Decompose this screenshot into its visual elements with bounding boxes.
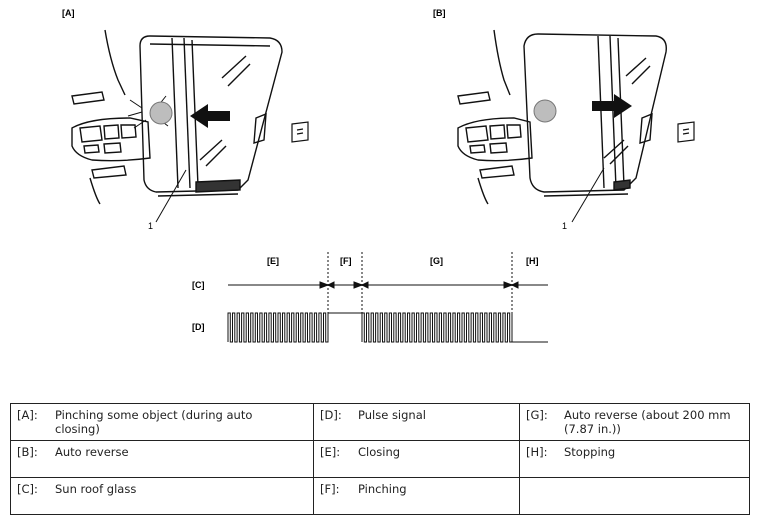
legend-row: [B]: Auto reverse [E]: Closing [H]: Stopping — [10, 440, 750, 478]
legend-row: [A]: Pinching some object (during auto cl… — [10, 403, 750, 441]
legend-cell: [A]: Pinching some object (during auto cl… — [10, 403, 314, 441]
phase-label-closing: [E] — [267, 256, 279, 266]
legend-cell: [E]: Closing — [313, 440, 520, 478]
legend-key: [F]: — [320, 482, 340, 496]
legend-cell — [519, 477, 750, 515]
legend-cell: [C]: Sun roof glass — [10, 477, 314, 515]
legend-key: [D]: — [320, 408, 342, 422]
legend-key: [G]: — [526, 408, 548, 422]
legend-key: [B]: — [17, 445, 38, 459]
legend-key: [C]: — [17, 482, 38, 496]
glass-travel-line — [228, 281, 548, 289]
legend-cell: [H]: Stopping — [519, 440, 750, 478]
panel-b-label: [B] — [433, 8, 446, 18]
legend-cell: [D]: Pulse signal — [313, 403, 520, 441]
reverse-arrow-icon — [592, 94, 632, 118]
panel-a-label: [A] — [62, 8, 75, 18]
legend-cell: [G]: Auto reverse (about 200 mm (7.87 in.… — [519, 403, 750, 441]
legend-table: [A]: Pinching some object (during auto cl… — [10, 403, 750, 515]
legend-value: Auto reverse (about 200 mm (7.87 in.)) — [564, 408, 731, 436]
legend-value: Auto reverse — [55, 445, 129, 459]
closing-arrow-icon — [190, 104, 230, 128]
legend-row: [C]: Sun roof glass [F]: Pinching — [10, 477, 750, 515]
switch-icon — [291, 121, 309, 143]
legend-key: [E]: — [320, 445, 341, 459]
phase-label-pinching: [F] — [340, 256, 352, 266]
phase-label-auto-reverse: [G] — [430, 256, 443, 266]
legend-key: [H]: — [526, 445, 548, 459]
pulse-signal-trace — [227, 312, 548, 343]
callout-1-b: 1 — [562, 221, 567, 231]
legend-key: [A]: — [17, 408, 38, 422]
legend-value: Pinching — [358, 482, 407, 496]
phase-label-stopping: [H] — [526, 256, 539, 266]
legend-cell: [B]: Auto reverse — [10, 440, 314, 478]
row-label-pulse: [D] — [192, 322, 205, 332]
legend-value: Pinching some object (during auto closin… — [55, 408, 253, 436]
legend-value: Pulse signal — [358, 408, 426, 422]
legend-value: Stopping — [564, 445, 616, 459]
sunroof-diagram: [A] 1 [B] — [62, 8, 695, 344]
panel-b-illustration — [457, 29, 667, 223]
panel-a-illustration — [71, 29, 283, 223]
legend-cell: [F]: Pinching — [313, 477, 520, 515]
pinched-object — [149, 101, 173, 125]
legend-value: Closing — [358, 445, 401, 459]
legend-value: Sun roof glass — [55, 482, 137, 496]
row-label-glass: [C] — [192, 280, 205, 290]
switch-icon-b — [677, 121, 695, 143]
released-object — [533, 99, 557, 123]
callout-1-a: 1 — [148, 221, 153, 231]
